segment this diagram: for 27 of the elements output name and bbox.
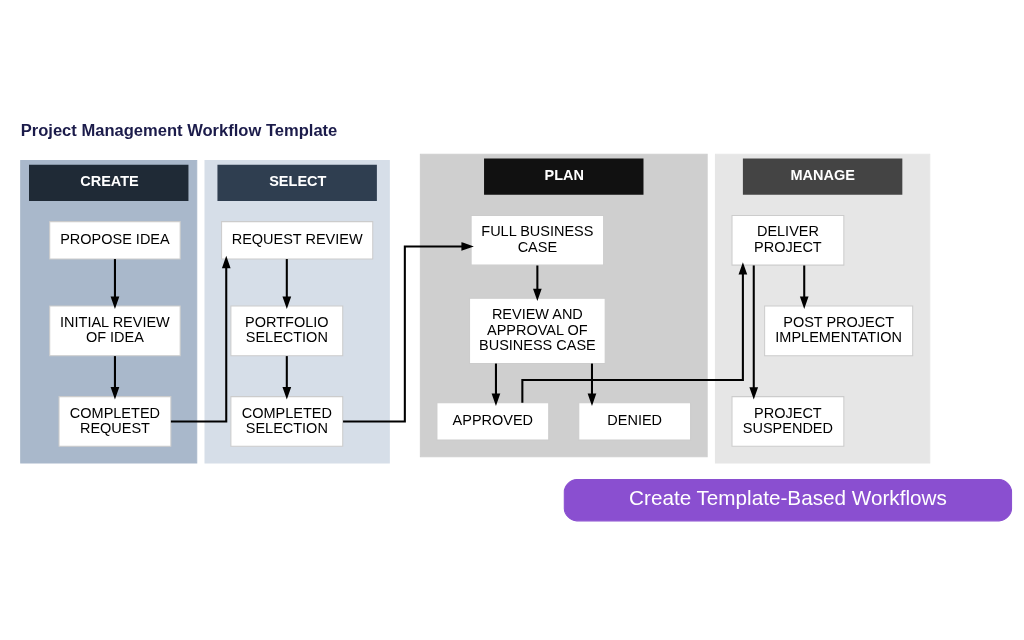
arrow (749, 265, 759, 400)
node-box: FULL BUSINESS CASE (470, 214, 605, 266)
node-box: REQUEST REVIEW (221, 221, 374, 260)
node-box: PORTFOLIO SELECTION (230, 305, 344, 357)
node-box: PROPOSE IDEA (49, 221, 181, 260)
node-box: COMPLETED REQUEST (58, 396, 172, 447)
arrow (533, 265, 542, 302)
arrow (799, 265, 809, 309)
diagram-title: Project Management Workflow Template (20, 120, 338, 140)
node-box: DELIVER PROJECT (731, 214, 845, 266)
arrow (282, 259, 292, 310)
node-box: POST PROJECT IMPLEMENTATION (764, 305, 914, 357)
arrow (282, 356, 292, 400)
node-box: PROJECT SUSPENDED (731, 396, 845, 447)
arrow (110, 259, 120, 310)
caption: Create Template-Based Workflows (629, 486, 947, 510)
arrow (587, 363, 597, 406)
node-box: INITIAL REVIEW OF IDEA (49, 305, 181, 357)
arrow (343, 242, 474, 423)
node-box: COMPLETED SELECTION (230, 396, 344, 447)
node-box: DENIED (578, 402, 692, 441)
node-box: REVIEW AND APPROVAL OF BUSINESS CASE (469, 297, 606, 364)
arrow (110, 356, 120, 400)
arrow (491, 363, 501, 406)
node-box: APPROVED (436, 402, 550, 441)
arrow (170, 255, 231, 423)
arrow (521, 262, 748, 403)
